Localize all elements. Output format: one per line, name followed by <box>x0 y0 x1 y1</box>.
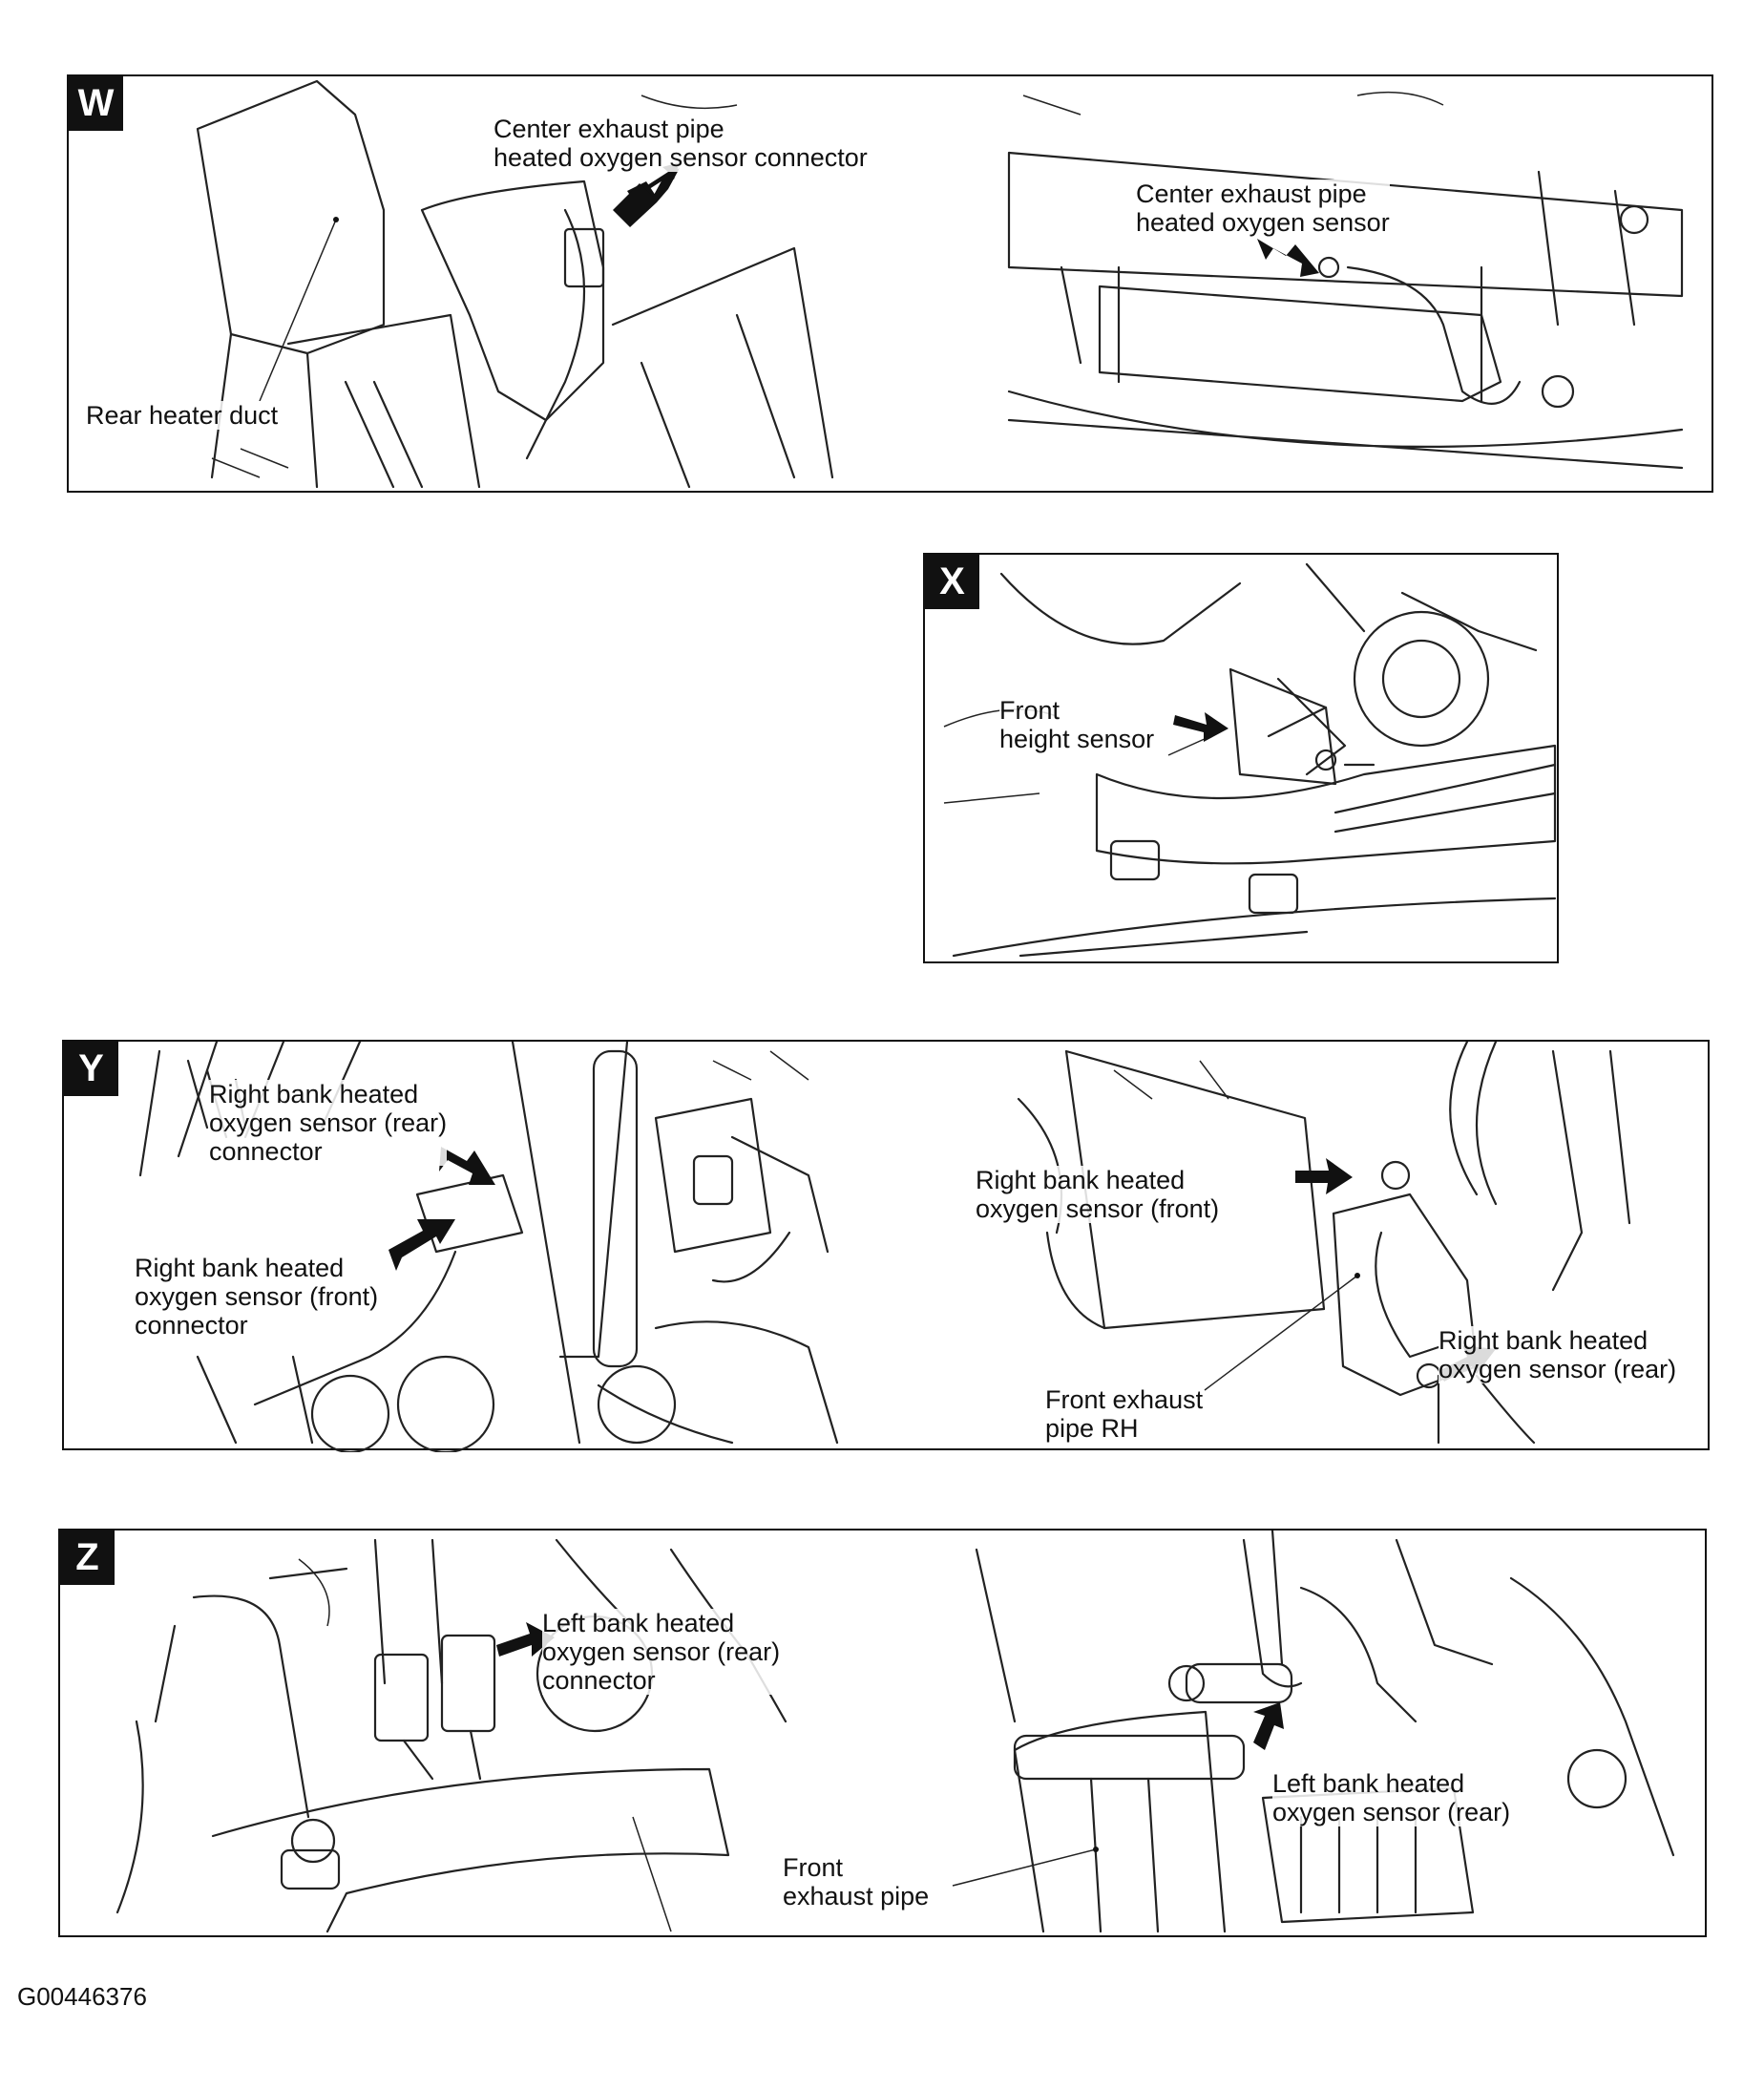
label-rb-rear-sensor: Right bank heated oxygen sensor (rear) <box>1438 1326 1677 1383</box>
label-rb-front-sensor: Right bank heated oxygen sensor (front) <box>976 1166 1220 1223</box>
panel-x-illustration <box>943 562 1557 958</box>
panel-z: Z Left bank heate <box>58 1529 1707 1937</box>
panel-y: Y Right <box>62 1040 1710 1452</box>
panel-tag-y: Y <box>64 1042 118 1096</box>
label-front-height-sensor: Front height sensor <box>999 696 1155 753</box>
figure-id: G00446376 <box>17 1982 147 2011</box>
panel-z-illustration <box>116 1531 1675 1933</box>
label-rb-rear-connector: Right bank heated oxygen sensor (rear) c… <box>209 1080 448 1166</box>
label-rear-heater-duct: Rear heater duct <box>86 401 279 430</box>
panel-tag-w: W <box>69 76 123 131</box>
panel-y-illustration <box>138 1042 1631 1452</box>
label-rb-front-connector: Right bank heated oxygen sensor (front) … <box>135 1254 379 1340</box>
panel-w: W Center exhaust pipe heated oxygen sens… <box>67 74 1713 493</box>
panel-tag-x: X <box>925 555 979 609</box>
panel-x: X Front height sensor <box>923 553 1559 963</box>
label-center-connector: Center exhaust pipe heated oxygen sensor… <box>494 115 868 172</box>
label-front-exhaust-pipe: Front exhaust pipe <box>783 1853 930 1911</box>
label-front-exhaust-pipe-rh: Front exhaust pipe RH <box>1045 1385 1204 1443</box>
panel-tag-z: Z <box>60 1531 115 1585</box>
label-lb-rear-sensor: Left bank heated oxygen sensor (rear) <box>1272 1769 1511 1826</box>
panel-w-illustration <box>196 79 1684 489</box>
label-lb-rear-connector: Left bank heated oxygen sensor (rear) co… <box>542 1609 781 1695</box>
label-center-sensor: Center exhaust pipe heated oxygen sensor <box>1136 179 1390 237</box>
